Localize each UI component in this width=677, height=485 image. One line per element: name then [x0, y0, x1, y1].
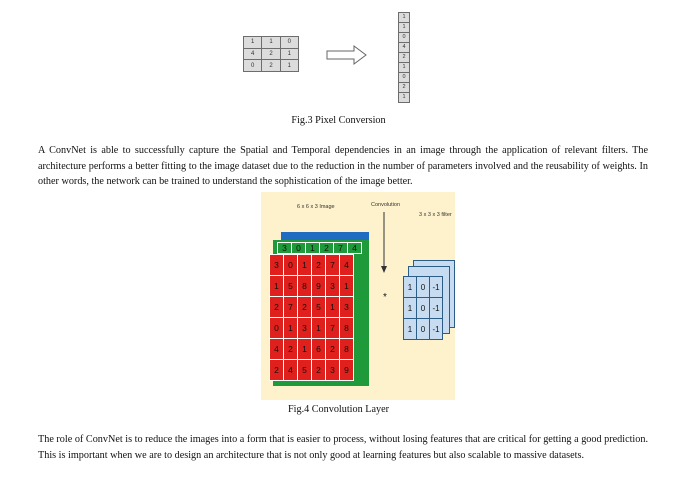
red-cell: 3 — [325, 359, 340, 381]
filter-cell: -1 — [429, 297, 443, 319]
convolution-label: Convolution — [371, 202, 401, 208]
red-cell: 7 — [325, 254, 340, 276]
red-cell: 1 — [297, 338, 312, 360]
red-cell: 1 — [311, 317, 326, 339]
red-cell: 2 — [269, 296, 284, 318]
paragraph-2: The role of ConvNet is to reduce the ima… — [38, 434, 648, 461]
red-cell: 2 — [325, 338, 340, 360]
convolution-figure: 6 x 6 x 3 Image Convolution 3 x 3 x 3 fi… — [261, 192, 455, 400]
red-cell: 2 — [283, 338, 298, 360]
paragraph-1: A ConvNet is able to successfully captur… — [38, 145, 648, 188]
image-label: 6 x 6 x 3 Image — [297, 204, 335, 210]
red-cell: 4 — [283, 359, 298, 381]
red-cell: 1 — [325, 296, 340, 318]
red-cell: 8 — [339, 317, 354, 339]
filter-cell: 0 — [416, 276, 430, 298]
column-cell: 4 — [398, 42, 410, 53]
figure-4-caption: Fig.4 Convolution Layer — [287, 404, 390, 415]
red-cell: 1 — [283, 317, 298, 339]
red-cell: 9 — [339, 359, 354, 381]
matrix-cell: 1 — [279, 59, 300, 72]
red-cell: 1 — [339, 275, 354, 297]
green-cell: 4 — [347, 242, 362, 254]
filter-cell: 1 — [403, 276, 417, 298]
red-cell: 2 — [311, 254, 326, 276]
red-cell: 3 — [269, 254, 284, 276]
column-cell: 1 — [398, 22, 410, 33]
column-cell: 1 — [398, 92, 410, 103]
red-cell: 4 — [339, 254, 354, 276]
column-cell: 0 — [398, 72, 410, 83]
red-cell: 5 — [283, 275, 298, 297]
right-arrow-icon — [326, 45, 367, 65]
red-cell: 2 — [297, 296, 312, 318]
red-cell: 2 — [311, 359, 326, 381]
red-cell: 8 — [339, 338, 354, 360]
column-cell: 2 — [398, 52, 410, 63]
red-cell: 4 — [269, 338, 284, 360]
red-cell: 6 — [311, 338, 326, 360]
filter-cell: 1 — [403, 297, 417, 319]
red-cell: 0 — [269, 317, 284, 339]
down-arrow-icon — [381, 212, 387, 273]
red-cell: 3 — [339, 296, 354, 318]
filter-cell: 1 — [403, 318, 417, 340]
red-cell: 7 — [325, 317, 340, 339]
column-cell: 0 — [398, 32, 410, 43]
red-cell: 5 — [311, 296, 326, 318]
filter-cell: 0 — [416, 318, 430, 340]
red-cell: 8 — [297, 275, 312, 297]
green-cell: 3 — [277, 242, 292, 254]
filter-cell: -1 — [429, 276, 443, 298]
matrix-cell: 2 — [261, 59, 281, 72]
red-cell: 2 — [269, 359, 284, 381]
red-cell: 0 — [283, 254, 298, 276]
red-cell: 3 — [297, 317, 312, 339]
red-cell: 5 — [297, 359, 312, 381]
red-cell: 7 — [283, 296, 298, 318]
green-cell: 2 — [319, 242, 334, 254]
matrix-cell: 0 — [242, 59, 263, 72]
matrix-cell: 1 — [261, 36, 281, 49]
red-cell: 9 — [311, 275, 326, 297]
flattened-column: 1 1 0 4 2 1 0 2 1 — [398, 12, 410, 103]
red-cell: 3 — [325, 275, 340, 297]
green-cell: 7 — [333, 242, 348, 254]
matrix-cell: 1 — [279, 47, 300, 61]
column-cell: 2 — [398, 82, 410, 93]
green-cell: 0 — [291, 242, 306, 254]
column-cell: 1 — [398, 62, 410, 73]
green-top-row: 3 0 1 2 7 4 — [277, 242, 362, 254]
figure-3-caption: Fig.3 Pixel Conversion — [291, 115, 386, 126]
convolution-operator: * — [383, 292, 387, 303]
matrix-cell: 0 — [279, 36, 300, 49]
matrix-cell: 2 — [261, 47, 281, 61]
filter-cell: 0 — [416, 297, 430, 319]
red-cell: 1 — [269, 275, 284, 297]
filter-cell: -1 — [429, 318, 443, 340]
filter-label: 3 x 3 x 3 filter — [419, 212, 452, 218]
matrix-cell: 4 — [242, 47, 263, 61]
column-cell: 1 — [398, 12, 410, 23]
green-cell: 1 — [305, 242, 320, 254]
matrix-cell: 1 — [242, 36, 263, 49]
red-cell: 1 — [297, 254, 312, 276]
